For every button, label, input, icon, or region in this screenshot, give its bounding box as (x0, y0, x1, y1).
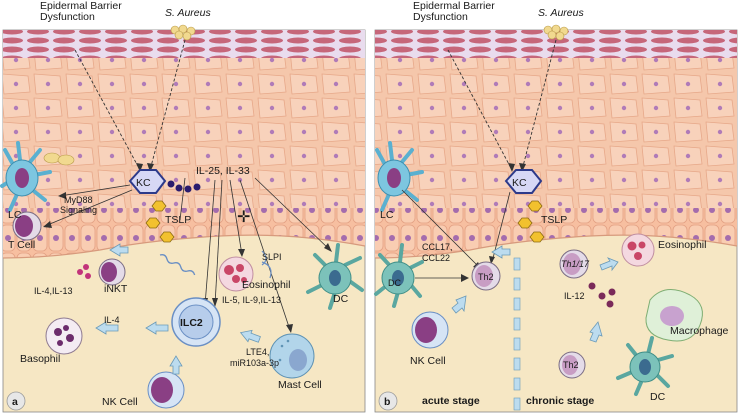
lte4-label-a-line1: LTE4, (246, 347, 269, 357)
slpi-label-a: SLPI (262, 252, 282, 262)
th1-17-cell (559, 249, 589, 279)
tslp-label-a: TSLP (165, 214, 191, 226)
ilc2-label-a: ILC2 (180, 317, 203, 329)
s-aureus-bacteria-a (170, 24, 196, 41)
macrophage-cell (645, 289, 703, 342)
mast-cell-a (269, 333, 315, 379)
th2-label-acute: Th2 (478, 272, 494, 282)
barrier-label-a-line2: Dysfunction (40, 11, 95, 23)
eosinophil-cell-a (218, 256, 254, 292)
panel-a: ✛ (0, 0, 366, 413)
mastcell-label-a: Mast Cell (278, 379, 322, 391)
dashed-arrow-a1 (74, 49, 141, 171)
basophil-cell-a (45, 317, 83, 355)
th1-17-label: Th1/17 (561, 259, 590, 269)
il4-label-a: IL-4 (104, 315, 120, 325)
dashed-arrow-a2 (149, 39, 186, 171)
basophil-label-a: Basophil (20, 353, 60, 365)
ilc2-cell-a (171, 297, 221, 347)
lc-cell-b (375, 141, 424, 212)
tcell-label-a: T Cell (8, 239, 35, 251)
eosinophil-cell-b (621, 233, 655, 267)
nkcell-label-a: NK Cell (102, 396, 138, 408)
dc-cell-b-left (374, 243, 424, 308)
tslp-molecules-a (145, 200, 175, 243)
keratinocyte-layer-b (375, 58, 737, 208)
s-aureus-bacteria-b (543, 24, 569, 41)
stage-divider (513, 257, 521, 411)
barrier-label-a-line1: Epidermal Barrier (40, 0, 122, 12)
il5-label-a: IL-5, IL-9,IL-13 (222, 295, 281, 305)
nk-cell-a (147, 371, 185, 409)
lc-label-a: LC (8, 209, 22, 221)
lc-label-b: LC (380, 209, 394, 221)
myd88-label-a-line1: MyD88 (64, 195, 93, 205)
keratinocyte-layer-a (3, 58, 365, 208)
dc-cell-b-right (616, 336, 674, 396)
il25-label-a: IL-25, IL-33 (196, 165, 250, 177)
dc-label-a: DC (333, 293, 349, 305)
panel-a-badge (6, 391, 26, 411)
kc-label-b: KC (512, 177, 527, 189)
panel-b: Epidermal Barrier Dysfunction S. Aureus … (374, 0, 738, 413)
nk-cell-b (411, 311, 449, 349)
myd88-label-a-line2: Signaling (60, 205, 97, 215)
barrier-label-b-line1: Epidermal Barrier (413, 0, 495, 12)
basal-layer-a (3, 208, 365, 258)
barrier-label-b-line2: Dysfunction (413, 11, 468, 23)
ccl-label-b-line2: CCL22 (422, 253, 450, 263)
macrophage-label: Macrophage (670, 325, 729, 337)
dc-label-b-left: DC (388, 278, 401, 288)
il12-label: IL-12 (564, 291, 585, 301)
dc-cell-a (306, 243, 364, 310)
panel-label-a: a (12, 396, 18, 408)
pathogen-label-b: S. Aureus (538, 7, 584, 19)
kc-cell-a (128, 169, 167, 194)
eosinophil-label-b: Eosinophil (658, 239, 706, 251)
nkcell-label-b: NK Cell (410, 355, 446, 367)
tslp-molecules-b (517, 200, 545, 243)
kc-label-a: KC (136, 177, 151, 189)
panel-b-badge (378, 391, 398, 411)
t-cell-a (12, 211, 42, 241)
il4-13-label-a: IL-4,IL-13 (34, 286, 73, 296)
th2-cell-chronic (558, 351, 586, 379)
lte4-label-a-line2: miR103a-3p (230, 358, 279, 368)
inkt-cell-a (98, 258, 126, 286)
eosinophil-label-a: Eosinophil (242, 279, 290, 291)
th2-cell-acute (471, 261, 501, 291)
ccl-label-b-line1: CCL17, (422, 242, 453, 252)
inkt-label-a: iNKT (104, 283, 128, 295)
basal-layer-b (375, 208, 737, 258)
acute-stage-label: acute stage (422, 395, 480, 407)
th2-label-chronic: Th2 (563, 360, 579, 370)
tslp-signal-squiggle (159, 254, 196, 276)
kc-cell-b (504, 169, 543, 194)
tslp-label-b: TSLP (541, 214, 567, 226)
lc-cell-a (0, 141, 52, 212)
chronic-stage-label: chronic stage (526, 395, 594, 407)
panel-label-b: b (384, 396, 390, 408)
dc-label-b-right: DC (650, 391, 666, 403)
pathogen-label-a: S. Aureus (165, 7, 211, 19)
plus-sign: ✛ (237, 209, 250, 226)
